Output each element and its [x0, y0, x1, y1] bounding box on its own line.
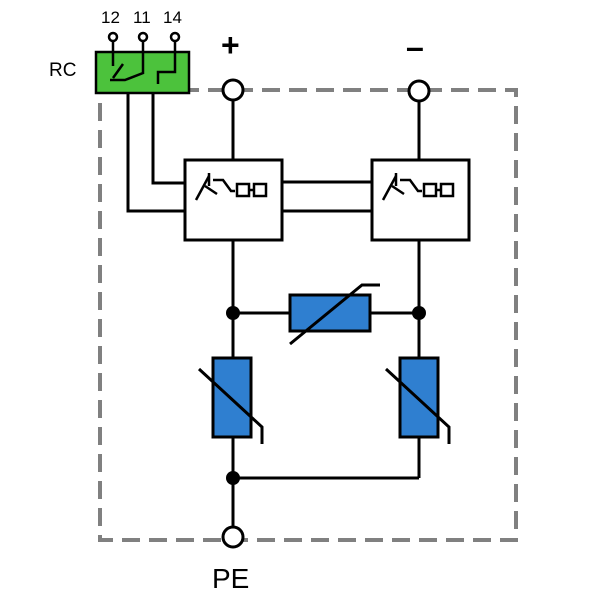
pe-label: PE: [212, 563, 249, 594]
varistor-horizontal: [288, 283, 380, 346]
junction-dots: [226, 306, 426, 485]
thermal-disconnector-left: [183, 158, 284, 242]
circuit-wiring: [231, 100, 421, 527]
remote-contact-switch-icon: [110, 52, 177, 84]
varistor-left: [197, 356, 264, 444]
varistor-right: [384, 356, 451, 444]
negative-terminal: [407, 79, 431, 103]
pe-terminal: [221, 525, 245, 549]
pin-label-14: 14: [163, 8, 182, 27]
rc-label: RC: [49, 60, 76, 81]
rc-pins: [107, 31, 181, 52]
positive-terminal: [221, 78, 245, 102]
rc-wires: [126, 93, 185, 213]
plus-label: +: [221, 27, 240, 63]
thermal-disconnector-right: [370, 158, 471, 242]
minus-label: –: [406, 29, 424, 65]
pin-label-12: 12: [101, 8, 120, 27]
pin-label-11: 11: [133, 8, 151, 27]
